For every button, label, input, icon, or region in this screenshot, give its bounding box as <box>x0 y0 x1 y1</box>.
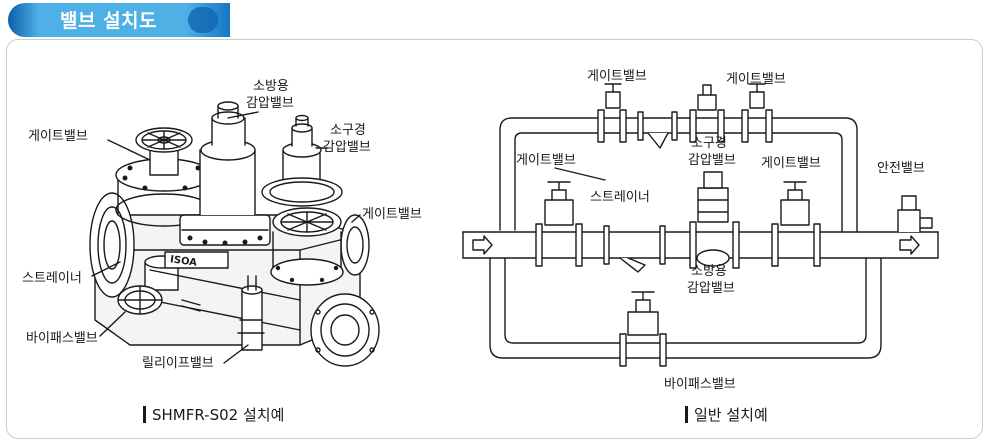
right-gate-valve-top-left-label: 게이트밸브 <box>587 69 647 84</box>
left-strainer-label: 스트레이너 <box>22 271 82 286</box>
right-gate-valve-top-right-label: 게이트밸브 <box>726 72 786 87</box>
right-bypass-valve-label: 바이패스밸브 <box>664 377 736 392</box>
left-caption: SHMFR-S02 설치예 <box>143 404 284 425</box>
right-caption-text: 일반 설치예 <box>694 406 768 424</box>
page-title: 밸브 설치도 <box>60 10 158 32</box>
caption-marker <box>143 406 146 423</box>
right-gate-valve-mid-left-label: 게이트밸브 <box>516 153 576 168</box>
left-fire-prv-label-line2: 감압밸브 <box>246 96 294 111</box>
right-strainer-label: 스트레이너 <box>590 190 650 205</box>
left-small-prv-label-line2: 감압밸브 <box>323 140 371 155</box>
right-small-prv-label-line2: 감압밸브 <box>688 153 736 168</box>
right-small-prv-label-line1: 소구경 <box>691 136 727 151</box>
right-gate-valve-mid-right-label: 게이트밸브 <box>761 156 821 171</box>
left-fire-prv-label-line1: 소방용 <box>253 79 289 94</box>
right-safety-valve-label: 안전밸브 <box>877 161 925 176</box>
title-banner-accent <box>188 7 218 33</box>
left-bypass-valve-label: 바이패스밸브 <box>26 331 98 346</box>
right-caption: 일반 설치예 <box>685 404 768 425</box>
left-caption-text: SHMFR-S02 설치예 <box>152 406 285 424</box>
shmfr-s02-assembly-drawing <box>89 101 380 367</box>
right-fire-prv-label-line2: 감압밸브 <box>687 281 735 296</box>
general-installation-drawing <box>462 83 939 367</box>
left-small-prv-label-line1: 소구경 <box>330 123 366 138</box>
caption-marker <box>685 406 688 423</box>
left-relief-valve-label: 릴리이프밸브 <box>142 356 214 371</box>
right-fire-prv-label-line1: 소방용 <box>691 264 727 279</box>
title-banner: 밸브 설치도 <box>8 3 230 37</box>
left-gate-valve-label-a: 게이트밸브 <box>28 129 88 144</box>
left-gate-valve-label-b: 게이트밸브 <box>362 207 422 222</box>
